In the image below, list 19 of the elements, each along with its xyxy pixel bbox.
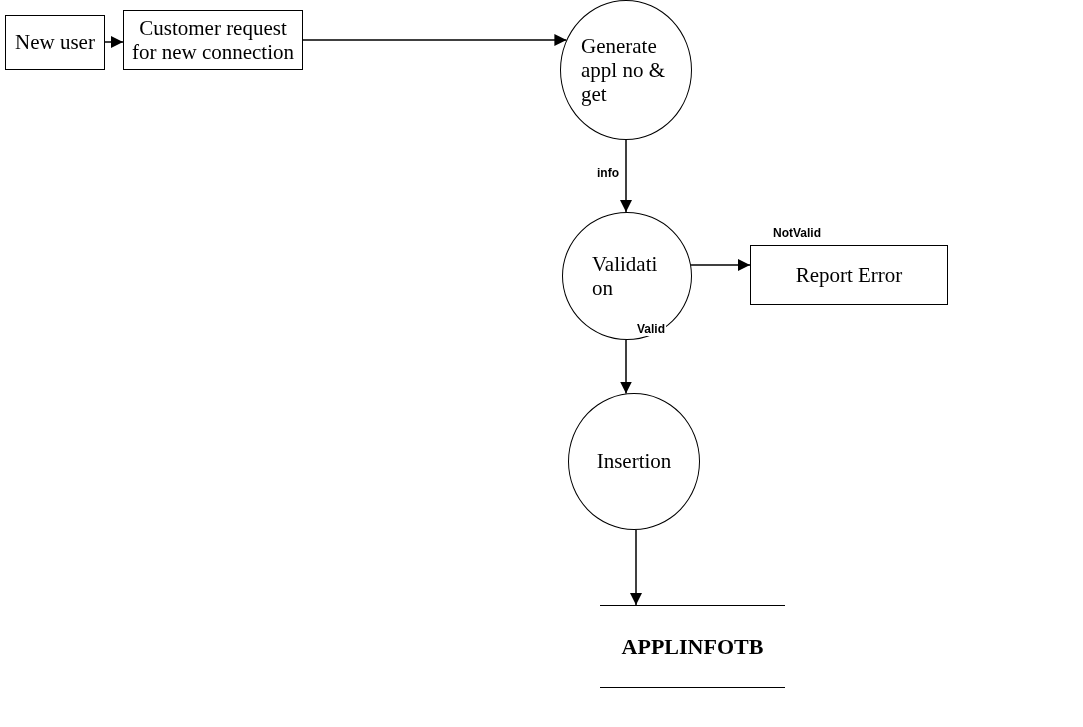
arrow [620,139,632,213]
node-label: Generate appl no & get [581,33,666,107]
edge-label: NotValid [772,226,822,240]
edge-label: Valid [636,322,666,336]
arrow [630,529,642,606]
node-label: Validati on [592,251,659,301]
arrow [690,259,751,271]
edge-label: info [596,166,620,180]
process-box [123,10,303,70]
node-label: Customer request for new connection [130,15,296,65]
node-label: APPLINFOTB [621,633,764,660]
node-label: New user [15,30,95,55]
arrow [302,34,568,46]
node-label: Insertion [596,449,672,474]
process-box [750,245,948,305]
node-label: Report Error [795,262,903,288]
process-box [5,15,105,70]
data-store [600,605,785,688]
arrow [104,36,124,48]
